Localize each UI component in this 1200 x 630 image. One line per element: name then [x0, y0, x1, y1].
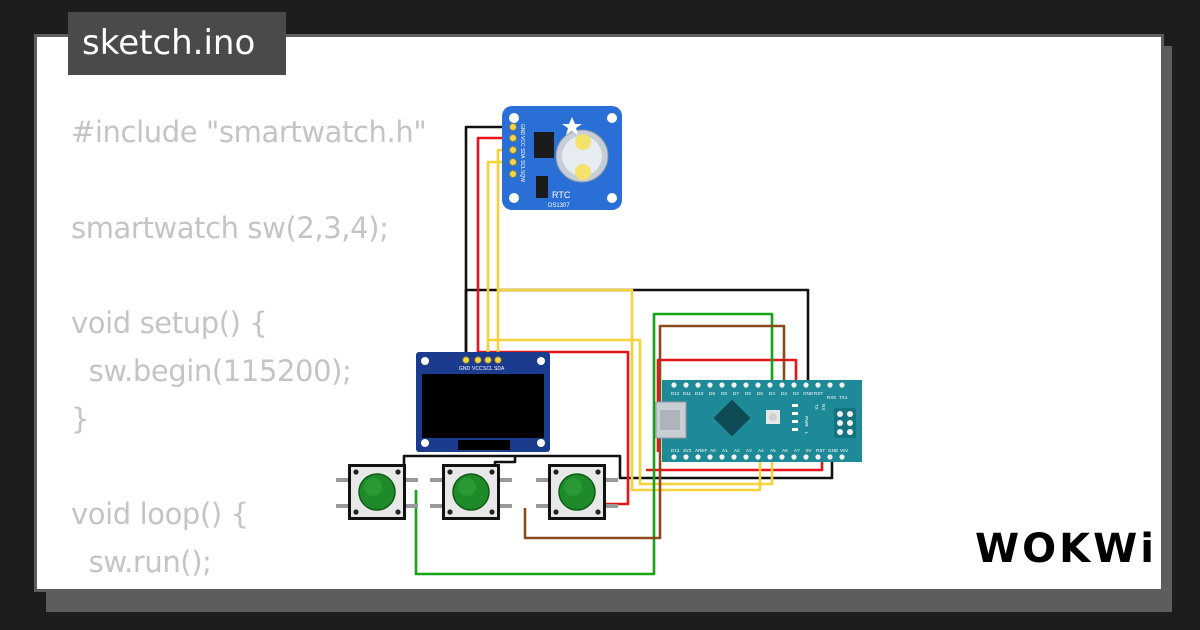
oled-pin-sda: SDA [494, 366, 505, 372]
nano-pin-vin: VIN [840, 448, 848, 453]
nano-led-tx: TX [814, 404, 819, 410]
code-line-3: smartwatch sw(2,3,4); [71, 210, 389, 245]
nano-top-pad-d2 [791, 382, 797, 388]
code-line-6: sw.begin(115200); [71, 353, 352, 388]
filename-tab[interactable]: sketch.ino [68, 12, 286, 75]
nano-pin-d3: D3 [781, 391, 787, 396]
nano-pin-d2: D2 [793, 391, 799, 396]
nano-pin-a2: A2 [734, 448, 740, 453]
rtc-module[interactable]: RTC DS1307 GND VCC SDA SCL SQW [502, 106, 622, 210]
code-line-5: void setup() { [71, 306, 268, 341]
nano-pin-a5: A5 [770, 448, 776, 453]
nano-pin-rst-top: RST [814, 391, 823, 396]
nano-bottom-pad-a5 [767, 454, 773, 460]
push-button-3[interactable] [536, 464, 618, 520]
nano-bottom-pad-a4 [755, 454, 761, 460]
nano-top-pad-d5 [755, 382, 761, 388]
code-line-1: #include "smartwatch.h" [71, 115, 427, 149]
code-line-10: sw.run(); [71, 545, 212, 580]
push-button-1[interactable] [336, 464, 418, 520]
oled-pin-vcc: VCC [472, 366, 483, 372]
nano-top-pad-d10 [695, 382, 701, 388]
rtc-pin-sqw: SQW [519, 170, 525, 182]
nano-top-pad-d6 [743, 382, 749, 388]
nano-pin-d7: D7 [733, 391, 739, 396]
rtc-pin-gnd: GND [519, 124, 525, 136]
rtc-pin-scl: SCL [519, 160, 525, 170]
wire-gnd-buttons [402, 452, 834, 480]
nano-pin-aref: AREF [695, 448, 707, 453]
nano-pin-d8: D8 [721, 391, 727, 396]
nano-top-pad-rst [815, 382, 821, 388]
nano-led-pwr: PWR [804, 416, 809, 427]
wokwi-logo: WOKWi [975, 526, 1157, 572]
nano-bottom-pad-a7 [791, 454, 797, 460]
nano-pin-d12: D12 [671, 391, 680, 396]
nano-bottom-pad-3v3 [683, 454, 689, 460]
code-line-9: void loop() { [71, 497, 249, 532]
nano-bottom-pad-rst [815, 454, 821, 460]
nano-top-pad-d3 [779, 382, 785, 388]
nano-bottom-pad-a2 [731, 454, 737, 460]
nano-top-pad-tx1 [839, 382, 845, 388]
nano-top-pad-rx0 [827, 382, 833, 388]
nano-top-pad-d11 [683, 382, 689, 388]
rtc-label: RTC [552, 190, 571, 200]
wire-sda-a4 [498, 288, 762, 492]
nano-pin-d4: D4 [769, 391, 775, 396]
nano-pin-a7: A7 [794, 448, 800, 453]
nano-pin-d9: D9 [709, 391, 715, 396]
nano-bottom-pad-a6 [779, 454, 785, 460]
rtc-pin-vcc: VCC [519, 136, 525, 147]
rtc-chip-label: DS1307 [548, 203, 570, 209]
nano-pin-a1: A1 [722, 448, 728, 453]
nano-pin-a6: A6 [782, 448, 788, 453]
nano-top-pad-d7 [731, 382, 737, 388]
nano-pin-a0: A0 [710, 448, 716, 453]
nano-top-pad-d9 [707, 382, 713, 388]
nano-pin-rx0: RX0 [827, 395, 836, 400]
nano-pin-d13: D13 [671, 448, 680, 453]
nano-pin-5v: 5V [806, 448, 813, 453]
nano-pin-rst-bottom: RST [816, 448, 825, 453]
nano-led-l: L [804, 432, 809, 435]
nano-bottom-pad-aref [695, 454, 701, 460]
nano-bottom-pad-5v [803, 454, 809, 460]
nano-pin-3v3: 3V3 [683, 448, 692, 453]
nano-pin-d5: D5 [757, 391, 763, 396]
oled-pin-gnd: GND [459, 366, 471, 372]
nano-pin-a4: A4 [758, 448, 764, 453]
code-line-7: } [71, 401, 90, 436]
wire-rtc-gnd [464, 125, 510, 363]
nano-pin-d6: D6 [745, 391, 751, 396]
nano-pin-gnd-top: GND [803, 391, 814, 396]
oled-display[interactable]: GND VCC SCL SDA [416, 352, 550, 452]
nano-pin-d10: D10 [695, 391, 704, 396]
nano-bottom-pad-a0 [707, 454, 713, 460]
nano-top-pad-gnd [803, 382, 809, 388]
rtc-pin-sda: SDA [519, 148, 525, 159]
nano-bottom-pad-a3 [743, 454, 749, 460]
nano-top-pad-d12 [671, 382, 677, 388]
nano-bottom-pad-a1 [719, 454, 725, 460]
nano-pin-tx1: TX1 [839, 395, 848, 400]
wire-rtc-vcc [476, 136, 510, 363]
wire-gnd-nano [464, 288, 810, 384]
nano-pin-a3: A3 [746, 448, 752, 453]
arduino-nano[interactable]: D12 D11 D10 D9 D8 D7 D6 D5 D4 D3 D2 GND … [655, 380, 862, 462]
code-editor: #include "smartwatch.h" smartwatch sw(2,3… [71, 109, 427, 589]
nano-pin-gnd-bottom: GND [828, 448, 839, 453]
nano-led-rx: RX [821, 404, 826, 410]
wire-scl-a5 [488, 338, 774, 486]
oled-pin-scl: SCL [483, 366, 493, 372]
nano-bottom-pad-d13 [671, 454, 677, 460]
nano-top-pad-d8 [719, 382, 725, 388]
push-button-2[interactable] [430, 464, 512, 520]
nano-pin-d11: D11 [683, 391, 692, 396]
nano-bottom-pad-vin [839, 454, 845, 460]
nano-bottom-pad-gnd [827, 454, 833, 460]
nano-top-pad-d4 [767, 382, 773, 388]
